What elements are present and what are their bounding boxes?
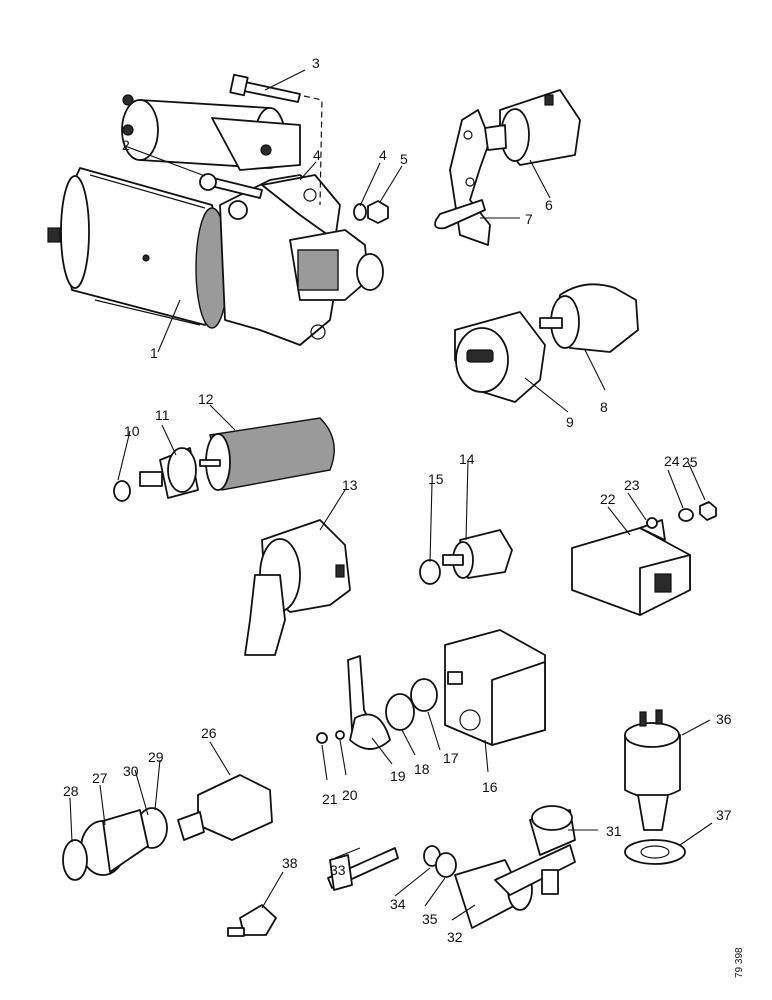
leader-lines <box>69 69 713 921</box>
callout-38: 38 <box>282 855 298 871</box>
callout-31: 31 <box>606 823 622 839</box>
pressure-switch <box>419 529 513 585</box>
callout-6: 6 <box>545 197 553 213</box>
callout-2: 2 <box>122 137 130 153</box>
sender-unit <box>113 417 335 502</box>
callout-37: 37 <box>716 807 732 823</box>
callout-20: 20 <box>342 787 358 803</box>
callout-24: 24 <box>664 453 680 469</box>
thermal-switch-assembly <box>327 805 576 929</box>
callout-11: 11 <box>155 407 170 423</box>
callout-7: 7 <box>525 211 533 227</box>
callout-3: 3 <box>312 55 320 71</box>
flasher-unit <box>316 629 546 750</box>
callout-1: 1 <box>150 345 158 361</box>
callout-4: 4 <box>313 147 321 163</box>
callout-23: 23 <box>624 477 640 493</box>
rotary-switch <box>454 283 639 403</box>
callout-10: 10 <box>124 423 140 439</box>
callout-27: 27 <box>92 770 108 786</box>
callout-13: 13 <box>342 477 358 493</box>
push-switch <box>62 774 273 881</box>
callout-21: 21 <box>322 791 338 807</box>
callout-22: 22 <box>600 491 616 507</box>
callout-8: 8 <box>600 399 608 415</box>
starter-motor <box>47 73 389 346</box>
callout-34: 34 <box>390 896 406 912</box>
small-switch <box>227 904 277 937</box>
drawing-reference: 79 398 <box>734 947 745 978</box>
callout-30: 30 <box>123 763 139 779</box>
callout-32: 32 <box>447 929 463 945</box>
callout-5: 5 <box>400 151 408 167</box>
callout-18: 18 <box>414 761 430 777</box>
callout-15: 15 <box>428 471 444 487</box>
callout-25: 25 <box>682 454 698 470</box>
callout-19: 19 <box>390 768 406 784</box>
callout-14: 14 <box>459 451 475 467</box>
callout-17: 17 <box>443 750 459 766</box>
callout-26: 26 <box>201 725 217 741</box>
ignition-switch <box>434 89 581 246</box>
callout-29: 29 <box>148 749 164 765</box>
callout-28: 28 <box>63 783 79 799</box>
callout-36: 36 <box>716 711 732 727</box>
callout-16: 16 <box>482 779 498 795</box>
relay-unit <box>571 501 717 616</box>
oil-pressure-switch <box>624 709 686 865</box>
callout-4: 4 <box>379 147 387 163</box>
callout-35: 35 <box>422 911 438 927</box>
callout-9: 9 <box>566 414 574 430</box>
callout-33: 33 <box>330 862 346 878</box>
callout-12: 12 <box>198 391 214 407</box>
lever-switch <box>244 519 351 656</box>
